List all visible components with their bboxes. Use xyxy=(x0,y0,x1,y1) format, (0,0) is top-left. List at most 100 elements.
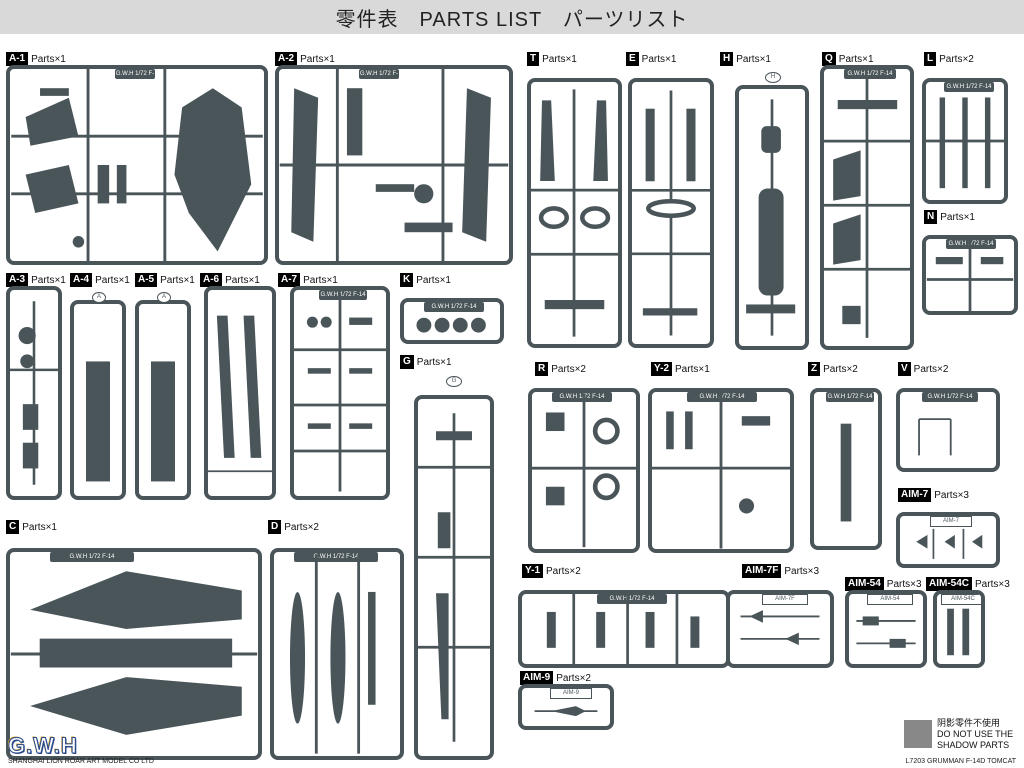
sprue-l: G.W.H 1/72 F-14 xyxy=(922,78,1008,204)
sprue-tab: AIM-54 xyxy=(867,594,913,605)
sprue-tab: G.W.H 1/72 F-14 xyxy=(826,392,874,402)
company-name: SHANGHAI LION ROAR ART MODEL CO LTD xyxy=(8,758,154,765)
qty: Parts×1 xyxy=(641,53,677,65)
sprue-a1: G.W.H 1/72 F-14 xyxy=(6,65,268,265)
sprue-aim54: AIM-54 xyxy=(845,590,927,668)
code: V xyxy=(898,362,911,376)
sprue-g-parts xyxy=(418,413,490,742)
legend-line: SHADOW PARTS xyxy=(937,740,1010,750)
sprue-tab: G.W.H 1/72 F-14 xyxy=(359,69,399,87)
sprue-a3-parts xyxy=(10,301,58,485)
sprue-a7: G.W.H 1/72 F-14 xyxy=(290,286,390,500)
sprue-aim7-parts xyxy=(916,528,983,559)
sprue-k: G.W.H 1/72 F-14 xyxy=(400,298,504,344)
sprue-y2: G.W.H 1/72 F-14 xyxy=(648,388,794,553)
code: A-6 xyxy=(200,273,223,287)
sprue-d: G.W.H 1/72 F-14 xyxy=(270,548,404,760)
sprue-q: G.W.H 1/72 F-14 xyxy=(820,65,914,350)
sprue-marker: A xyxy=(92,292,106,303)
qty: Parts×3 xyxy=(886,578,922,590)
code: Y-1 xyxy=(522,564,544,578)
code: Z xyxy=(808,362,821,376)
code: T xyxy=(527,52,540,66)
qty: Parts×3 xyxy=(784,565,820,577)
sprue-h xyxy=(735,85,809,350)
sprue-aim7f-parts xyxy=(740,610,820,646)
sprue-n-parts xyxy=(926,239,1014,311)
code: N xyxy=(924,210,938,224)
sprue-e-parts xyxy=(632,90,710,336)
code: Y-2 xyxy=(651,362,673,376)
sprue-k-parts xyxy=(416,317,486,333)
sprue-aim9-parts xyxy=(534,706,598,717)
sprue-tab: G.W.H 1/72 F-14 xyxy=(50,552,134,562)
sprue-a3 xyxy=(6,286,62,500)
code: A-4 xyxy=(70,273,93,287)
sprue-q-parts xyxy=(824,77,910,338)
sprue-aim9: AIM-9 xyxy=(518,684,614,730)
qty: Parts×1 xyxy=(416,356,452,368)
code: A-2 xyxy=(275,52,298,66)
title-bar: 零件表 PARTS LIST パーツリスト xyxy=(0,0,1024,34)
sprue-v: G.W.H 1/72 F-14 xyxy=(896,388,1000,472)
qty: Parts×1 xyxy=(736,53,771,65)
code: AIM-9 xyxy=(520,671,554,685)
sprue-y1-parts xyxy=(546,594,700,664)
sprue-marker: A xyxy=(157,292,171,303)
qty: Parts×2 xyxy=(546,565,581,577)
sprue-tab: G.W.H 1/72 F-14 xyxy=(294,552,378,562)
sprue-aim7f: AIM-7F xyxy=(726,590,834,668)
qty: Parts×1 xyxy=(22,521,57,533)
product-name: L7203 GRUMMAN F-14D TOMCAT xyxy=(905,758,1016,765)
sprue-tab: G.W.H 1/72 F-14 xyxy=(597,594,667,604)
sprue-t xyxy=(527,78,622,348)
sprue-a2-parts xyxy=(279,69,509,261)
sprue-a2: G.W.H 1/72 F-14 xyxy=(275,65,513,265)
sprue-n: G.W.H 1/72 F-14 xyxy=(922,235,1018,315)
sprue-c-parts xyxy=(10,571,258,735)
code: K xyxy=(400,273,414,287)
qty: Parts×2 xyxy=(823,363,858,375)
qty: Parts×1 xyxy=(95,274,130,286)
code: G xyxy=(400,355,414,369)
qty: Parts×2 xyxy=(556,672,591,684)
qty: Parts×1 xyxy=(940,211,975,223)
code: AIM-54 xyxy=(845,577,884,591)
code: A-5 xyxy=(135,273,158,287)
qty: Parts×3 xyxy=(975,578,1010,590)
sprue-marker: G xyxy=(446,376,462,387)
sprue-tab: G.W.H 1/72 F-14 xyxy=(552,392,612,402)
qty: Parts×1 xyxy=(225,274,260,286)
code: AIM-54C xyxy=(926,577,973,591)
sprue-tab: G.W.H 1/72 F-14 xyxy=(115,69,155,87)
sprue-tab: AIM-7F xyxy=(762,594,808,605)
code: A-1 xyxy=(6,52,29,66)
sprue-a1-parts xyxy=(11,69,263,261)
shadow-legend: 阴影零件不使用 DO NOT USE THE SHADOW PARTS xyxy=(937,718,1013,751)
sprue-aim7: AIM-7 xyxy=(896,512,1000,568)
sprue-d-parts xyxy=(289,554,376,754)
sprue-aim54-parts xyxy=(856,616,916,648)
sprue-tab: G.W.H 1/72 F-14 xyxy=(922,392,978,402)
sprue-z: G.W.H 1/72 F-14 xyxy=(810,388,882,550)
sprue-tab: G.W.H 1/72 F-14 xyxy=(844,69,896,79)
sprue-aim54c-parts xyxy=(947,608,970,656)
sprue-a6-parts xyxy=(208,315,272,473)
qty: Parts×1 xyxy=(300,53,335,65)
qty: Parts×1 xyxy=(160,274,195,286)
code: D xyxy=(268,520,282,534)
qty: Parts×1 xyxy=(542,53,577,65)
